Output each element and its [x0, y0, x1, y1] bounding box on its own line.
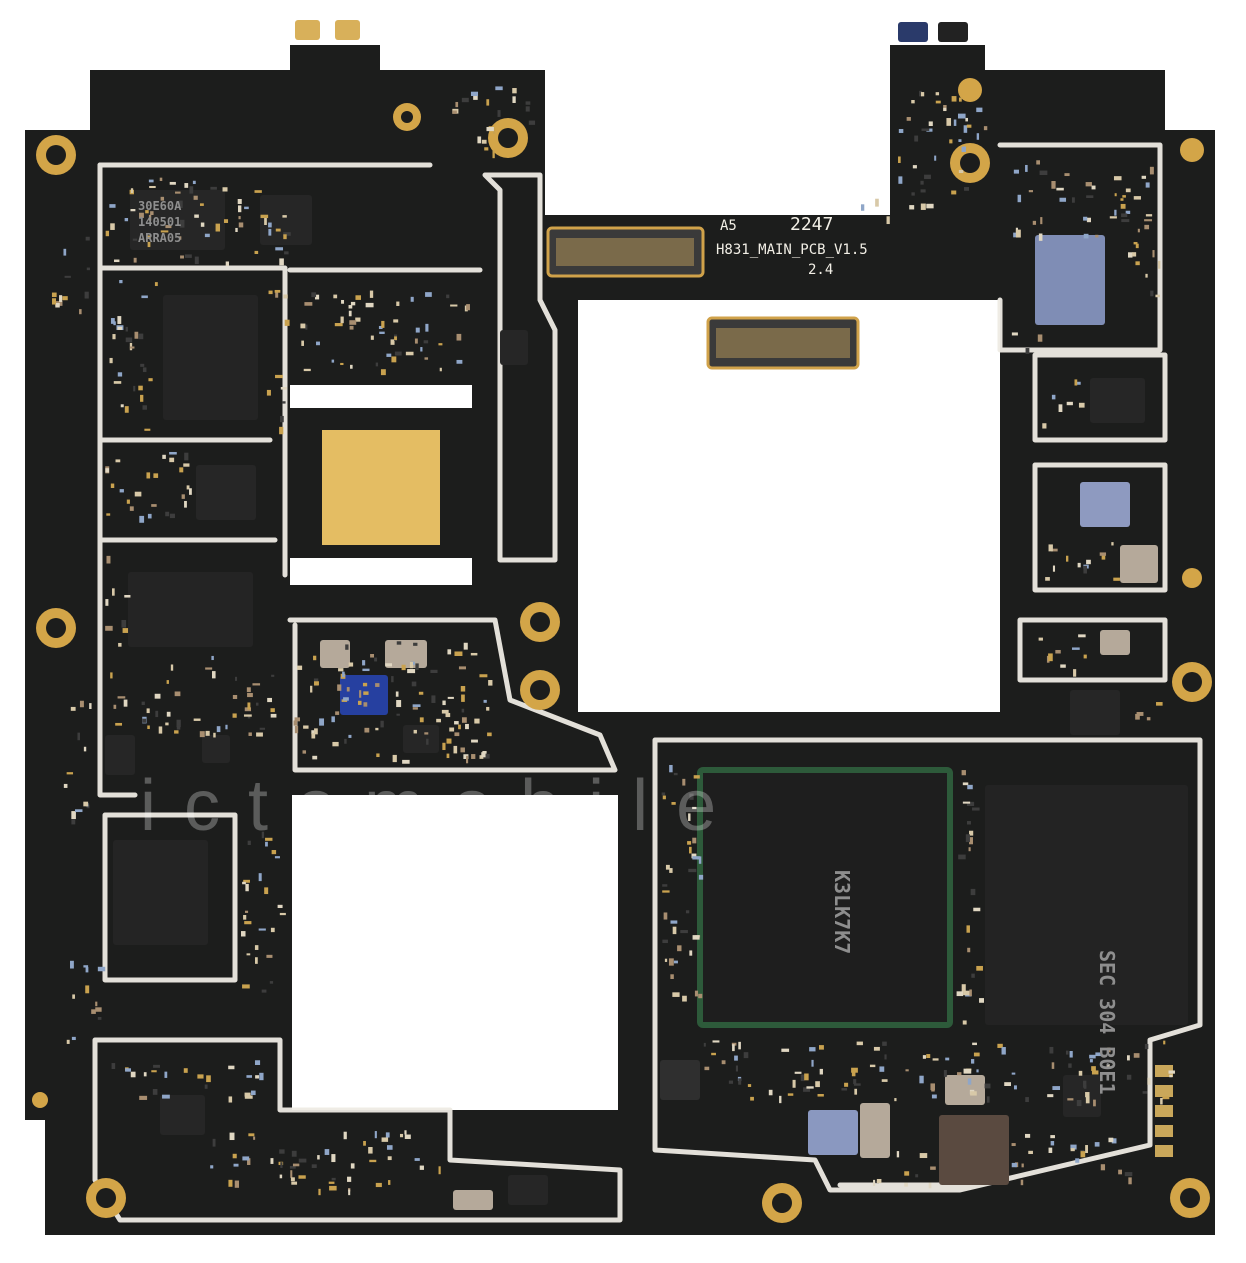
chip-cam-line1: 30E60A	[138, 199, 182, 213]
silk-a5: A5	[720, 218, 737, 234]
watermark: ictomobile	[140, 766, 744, 846]
chip-cam-line2: 140501	[138, 215, 181, 229]
gold-shield-pad	[322, 430, 440, 545]
chip-cam-line3: ARRA05	[138, 231, 181, 245]
mounting-holes	[32, 78, 1212, 1223]
chips	[105, 190, 1188, 1210]
passive-components	[51, 86, 1175, 1196]
silk-date-code: 2247	[790, 214, 833, 235]
silk-board-name: H831_MAIN_PCB_V1.5	[716, 242, 868, 258]
chip-soc-line1: K3LK7K7	[830, 870, 854, 954]
silk-rev: 2.4	[808, 262, 833, 278]
chip-ufs-line1: SEC 304 B0E1	[1095, 950, 1119, 1095]
